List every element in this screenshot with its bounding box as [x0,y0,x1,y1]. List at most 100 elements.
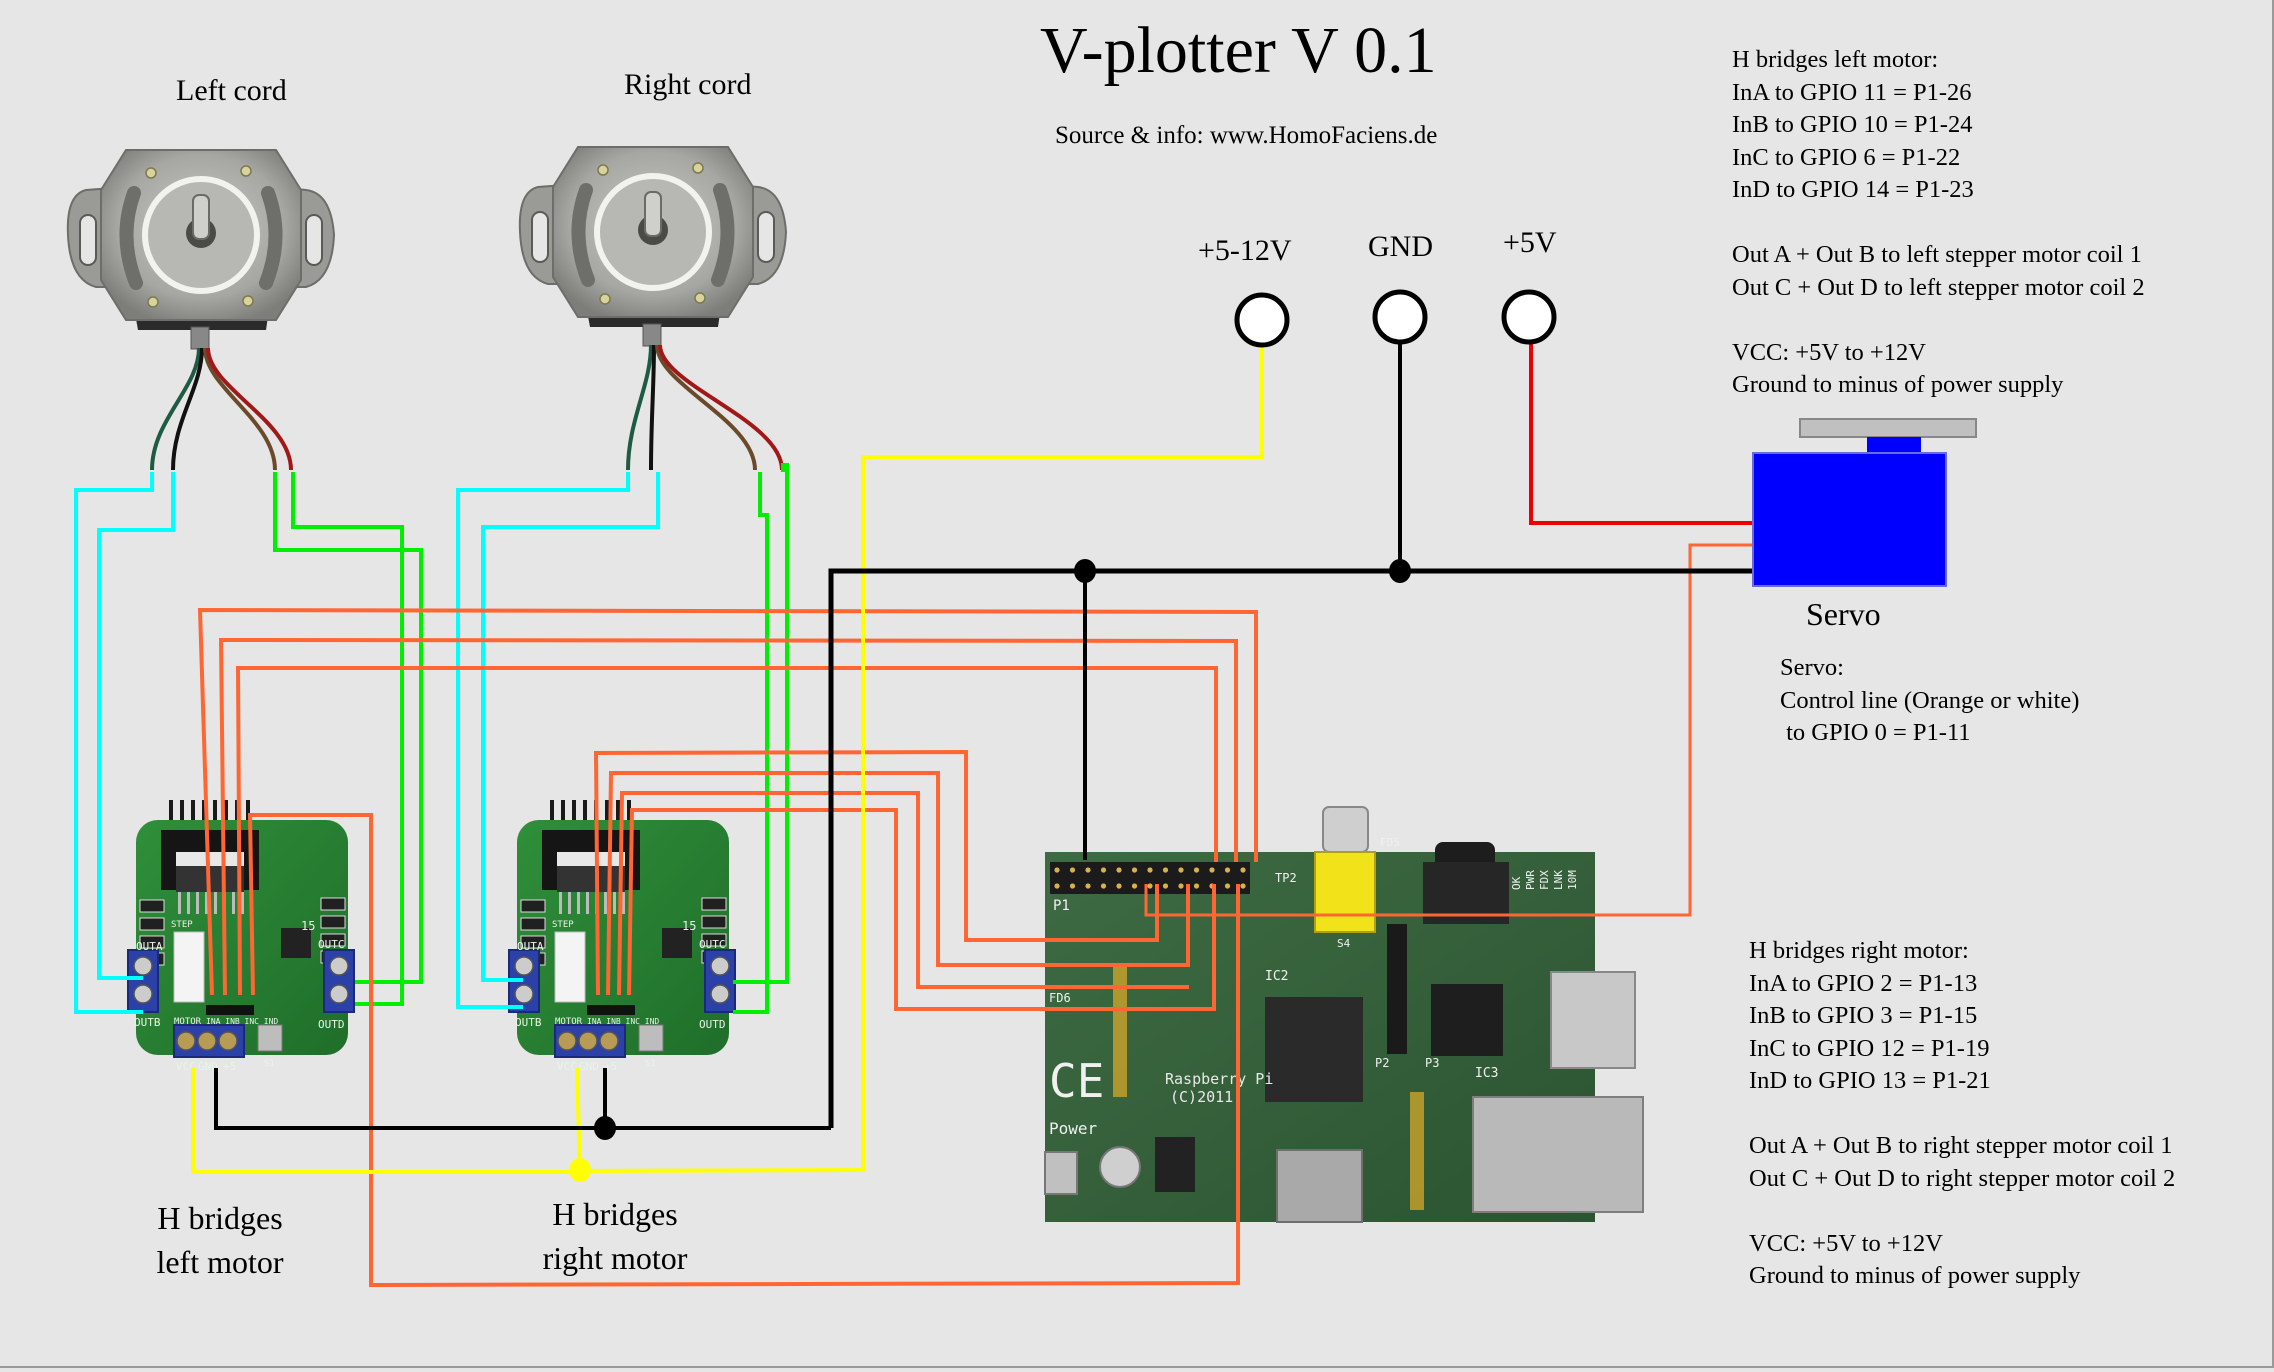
wire-right-coil2-a [733,472,769,1014]
note-line: Out C + Out D to left stepper motor coil… [1732,273,2145,301]
gpio-pin [1240,867,1246,873]
note-line: Out C + Out D to right stepper motor coi… [1749,1164,2176,1192]
junction-gnd-terminal [1389,559,1411,583]
rpi-label-p1: P1 [1053,898,1070,914]
motor-shaft [192,194,210,240]
note-line: Out A + Out B to right stepper motor coi… [1749,1132,2173,1159]
note-line: InA to GPIO 11 = P1-26 [1732,78,1972,106]
ic-pin [187,892,190,914]
terminal-screw [329,984,349,1004]
rpi-label-fd6: FD6 [1049,991,1071,1005]
wire-left-inc [235,666,1218,996]
power-terminal-gnd [1372,289,1428,345]
diode [520,899,546,913]
pin-label-outd: OUTD [318,1018,345,1031]
gpio-pin [1100,883,1107,889]
motor-screw [242,295,254,307]
frame-border-right [2272,0,2274,1368]
header-p2 [1387,924,1407,1054]
source-link[interactable]: Source & info: www.HomoFaciens.de [1055,122,1438,149]
driver-ic-tab [176,852,244,866]
wire-right-ind [627,808,1216,1011]
diode [139,935,165,949]
motor-mount-hole [757,211,775,263]
right-hbridge-label-line2: right motor [542,1240,688,1276]
pin-label-vcc: VCC [176,1060,196,1073]
ic-pin [613,892,616,914]
note-line: Ground to minus of power supply [1732,371,2064,398]
left-motor-label: Left cord [176,74,287,107]
motor-connector [642,323,662,347]
pin-label-5v: +5 [223,1060,236,1073]
gpio-pin [1147,867,1153,873]
left-stepper-motor [66,149,336,350]
terminal-screw [557,1031,577,1051]
motor-mount-hole [531,211,549,263]
pin-label-outb: OUTB [515,1016,542,1029]
wire-left-coil1-a [74,472,154,1014]
terminal-screw [133,956,153,976]
ic-pin [214,892,217,914]
gpio-pin [1147,883,1153,889]
ic-pin [196,892,199,914]
wire-right-ina [593,749,1159,996]
left-hbridge-label: H bridges left motor [140,1196,300,1284]
gpio-header-p1 [1050,862,1250,894]
rpi-label-s4: S4 [1337,937,1351,950]
wire-gnd-left-hbridge [214,1068,831,1130]
pin-label-outd: OUTD [699,1018,726,1031]
camera-connector-s5 [1410,1092,1424,1210]
rpi-label-ic2: IC2 [1265,969,1288,984]
switch-s1 [638,1024,664,1052]
diode [320,915,346,929]
pin-label-gnd: GND [198,1060,218,1073]
pin-label-15: 15 [682,919,696,933]
left-motor-leads [206,347,293,471]
left-motor-leads [171,347,204,471]
rpi-label-ce: CE [1049,1054,1104,1108]
motor-screw [694,292,706,304]
regulator-rg2 [1155,1137,1195,1192]
pin-label-s1: S1 [264,1059,275,1069]
pin-label-gnd: GND [579,1060,599,1073]
ic-pin [178,892,181,914]
pin-label-outc: OUTC [318,938,345,951]
servo-note-line: to GPIO 0 = P1-11 [1780,719,1971,746]
left-motor-leads [150,347,201,471]
note-line: Out A + Out B to left stepper motor coil… [1732,241,2142,268]
right-hbridge-label: H bridges right motor [520,1192,710,1280]
ic-pin [232,892,235,914]
left-hbridge-label-line1: H bridges [157,1200,283,1236]
gpio-pin [1193,883,1200,889]
servo-spline [1867,437,1921,453]
lan-chip-ic3 [1431,984,1503,1056]
right-hbridge-notes: H bridges right motor: InA to GPIO 2 = P… [1749,935,2175,1293]
pin-label-outa: OUTA [136,940,163,953]
ic-pin [577,892,580,914]
rpi-label-fd5: FD5 [1380,836,1400,849]
pin-label-motor: MOTOR [174,1017,202,1027]
display-connector-s2 [1113,967,1127,1097]
gpio-pin [1069,883,1076,889]
junction-vcc-hbridges [569,1158,591,1182]
motor-slot [571,183,595,287]
note-line: VCC: +5V to +12V [1732,338,1926,366]
ic-pin [559,892,562,914]
terminal-screw [176,1031,196,1051]
pin-label-outb: OUTB [134,1016,161,1029]
ic-pin [568,892,571,914]
motor-screw [599,293,611,305]
gpio-pin [1085,867,1091,873]
gpio-pin [1131,867,1138,873]
rpi-led-label: FDX [1538,870,1551,890]
note-line: InD to GPIO 14 = P1-23 [1732,176,1974,203]
input-header [587,1005,635,1015]
note-heading: H bridges right motor: [1749,937,1969,964]
terminal-label-5v: +5V [1503,226,1557,259]
note-line: InA to GPIO 2 = P1-13 [1749,969,1978,997]
pin-label-s1: S1 [645,1059,656,1069]
gpio-pin [1209,867,1215,873]
diode [139,899,165,913]
terminal-screw [133,984,153,1004]
